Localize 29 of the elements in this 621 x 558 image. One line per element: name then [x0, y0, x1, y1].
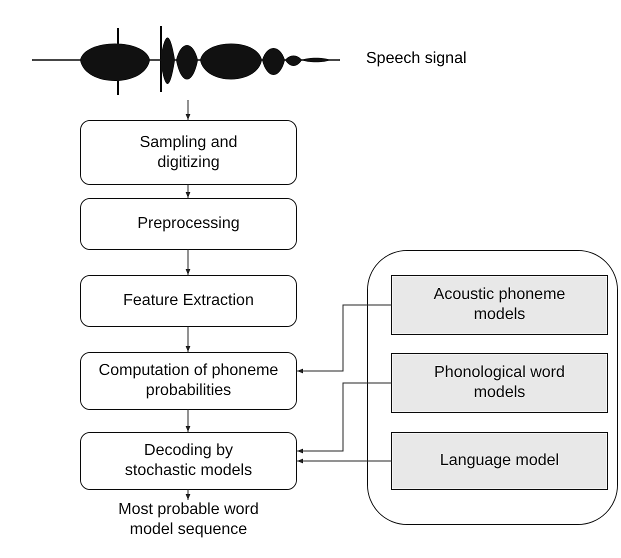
arrow [186, 100, 190, 120]
arrow [186, 410, 190, 432]
process-box [80, 352, 297, 410]
box-label: Language model [440, 451, 560, 471]
process-box [80, 275, 297, 327]
box-label: Computation of phoneme probabilities [98, 361, 280, 401]
output-label: Most probable word model sequence [80, 500, 297, 544]
process-box [80, 432, 297, 490]
arrow [186, 184, 190, 198]
arrow [186, 326, 190, 352]
arrow [296, 304, 392, 374]
arrow [296, 458, 392, 464]
signal-label: Speech signal [366, 50, 467, 68]
box-label: Phonological word models [433, 363, 566, 403]
arrow [186, 250, 190, 276]
arrow [186, 490, 190, 500]
box-label: Feature Extraction [123, 291, 254, 311]
model-box [391, 275, 608, 335]
box-label: Preprocessing [137, 214, 240, 234]
box-label: Acoustic phoneme models [432, 285, 566, 325]
process-box [80, 120, 297, 185]
arrow [296, 382, 392, 454]
box-label: Sampling and digitizing [138, 132, 238, 172]
box-label: Decoding by stochastic models [124, 441, 254, 481]
group-container [367, 250, 618, 525]
picture [30, 25, 342, 95]
model-box [391, 353, 608, 413]
process-box [80, 198, 297, 250]
model-box [391, 432, 608, 490]
